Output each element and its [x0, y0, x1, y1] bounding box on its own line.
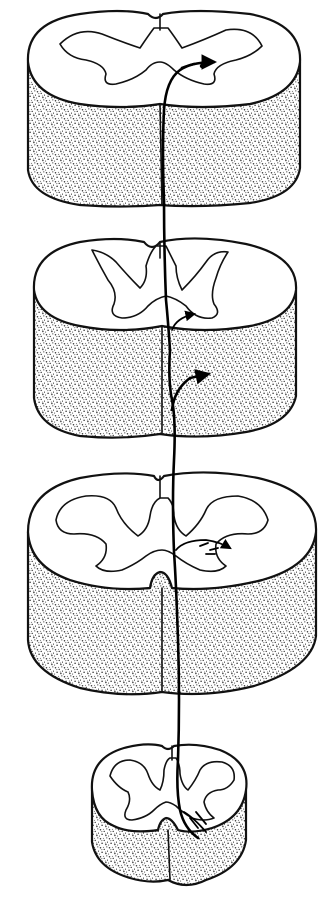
fiber-terminal-dot	[200, 64, 204, 68]
lowest-segment	[92, 744, 247, 885]
